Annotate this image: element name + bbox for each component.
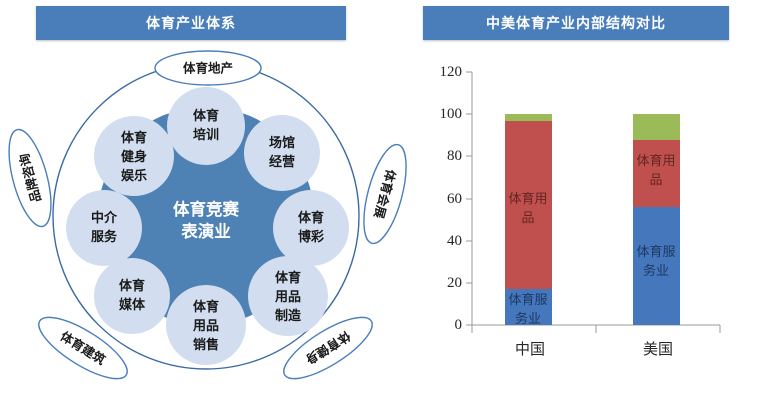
bar-usa-goods-label-line1: 体育用 xyxy=(636,153,675,169)
left-panel-title: 体育产业体系 xyxy=(146,16,236,32)
china-us-structure-panel: 中美体育产业内部结构对比 120 100 80 60 40 xyxy=(420,0,767,400)
satellite-sports-media: 体育 媒体 xyxy=(94,258,170,334)
x-tick-label-china: 中国 xyxy=(515,340,545,358)
bar-usa-goods-label-line2: 品 xyxy=(649,173,662,188)
core-label-line1: 体育竞赛 xyxy=(173,199,240,219)
bar-usa-segment-other xyxy=(633,114,680,140)
svg-text:体育: 体育 xyxy=(193,299,219,315)
outer-ellipse-sports-real-estate: 体育地产 xyxy=(154,50,262,86)
svg-text:博彩: 博彩 xyxy=(298,229,324,245)
bar-china-segment-other xyxy=(505,114,552,121)
svg-text:经营: 经营 xyxy=(269,154,295,170)
y-tick-label-100: 100 xyxy=(440,106,463,122)
x-tick-label-usa: 美国 xyxy=(643,340,673,358)
y-tick-label-20: 20 xyxy=(447,275,462,291)
svg-text:用品: 用品 xyxy=(192,319,219,334)
x-tick-marks xyxy=(471,325,721,333)
y-tick-marks xyxy=(466,71,472,326)
bar-china-goods-label-line1: 体育用 xyxy=(508,191,547,207)
bar-china[interactable]: 体育用 品 体育服 务业 xyxy=(505,114,552,327)
y-tick-label-60: 60 xyxy=(447,191,462,207)
svg-text:中介: 中介 xyxy=(91,210,118,226)
bar-usa-services-label-line1: 体育服 xyxy=(636,244,675,260)
svg-text:场馆: 场馆 xyxy=(269,135,295,151)
satellite-sports-training: 体育 培训 xyxy=(167,87,245,165)
bar-usa[interactable]: 体育用 品 体育服 务业 xyxy=(633,114,680,325)
svg-text:培训: 培训 xyxy=(193,127,219,143)
svg-text:健身: 健身 xyxy=(121,149,147,165)
satellite-sports-lottery: 体育 博彩 xyxy=(273,190,349,266)
bar-china-segment-services xyxy=(505,289,552,325)
svg-text:服务: 服务 xyxy=(91,229,118,245)
y-tick-label-40: 40 xyxy=(447,233,462,249)
core-label-line2: 表演业 xyxy=(181,221,231,241)
outer-ellipse-sports-exhibition: 体育会展 xyxy=(363,143,407,245)
svg-text:体育: 体育 xyxy=(193,108,219,124)
y-tick-label-80: 80 xyxy=(447,148,462,164)
svg-text:体育地产: 体育地产 xyxy=(183,61,233,76)
bar-usa-services-label-line2: 务业 xyxy=(643,263,669,279)
bar-china-services-label-line1: 体育服 xyxy=(508,292,547,308)
bar-usa-segment-services xyxy=(633,207,680,325)
svg-text:体育: 体育 xyxy=(121,130,147,146)
satellite-goods-manufacture: 体育 用品 制造 xyxy=(248,256,328,336)
svg-text:娱乐: 娱乐 xyxy=(121,168,147,184)
svg-text:用品: 用品 xyxy=(274,290,301,305)
outer-ellipse-brand-consulting: 品牌咨询 xyxy=(8,128,52,228)
svg-text:体育: 体育 xyxy=(275,270,301,286)
satellite-goods-sales: 体育 用品 销售 xyxy=(166,285,246,365)
svg-text:销售: 销售 xyxy=(193,337,219,353)
svg-text:媒体: 媒体 xyxy=(119,297,146,313)
right-panel-title: 中美体育产业内部结构对比 xyxy=(486,16,666,32)
satellite-fitness-recreation: 体育 健身 娱乐 xyxy=(94,116,174,196)
bar-china-services-label-line2: 务业 xyxy=(515,311,541,327)
stacked-bar-chart: 120 100 80 60 40 20 0 体育用 品 体育服 务业 xyxy=(420,48,767,400)
sports-industry-system-panel: 体育产业体系 体育竞赛 表演业 体育 培训 场馆 经营 xyxy=(0,6,420,400)
left-panel-title-bar: 体育产业体系 xyxy=(36,6,346,40)
svg-text:体育: 体育 xyxy=(119,278,145,294)
sports-industry-circle-diagram: 体育竞赛 表演业 体育 培训 场馆 经营 体育 博彩 xyxy=(0,48,420,400)
outer-ellipse-sports-construction: 体育建筑 xyxy=(38,316,128,380)
right-panel-title-bar: 中美体育产业内部结构对比 xyxy=(423,6,729,40)
y-tick-label-120: 120 xyxy=(440,64,463,80)
svg-text:制造: 制造 xyxy=(275,308,302,324)
bar-china-goods-label-line2: 品 xyxy=(521,211,534,226)
y-tick-label-0: 0 xyxy=(455,317,463,333)
satellite-venue-operation: 场馆 经营 xyxy=(244,115,320,191)
bar-usa-segment-goods xyxy=(633,140,680,207)
svg-text:体育: 体育 xyxy=(298,210,324,226)
bar-china-segment-goods xyxy=(505,121,552,289)
satellite-agency-service: 中介 服务 xyxy=(66,190,142,266)
